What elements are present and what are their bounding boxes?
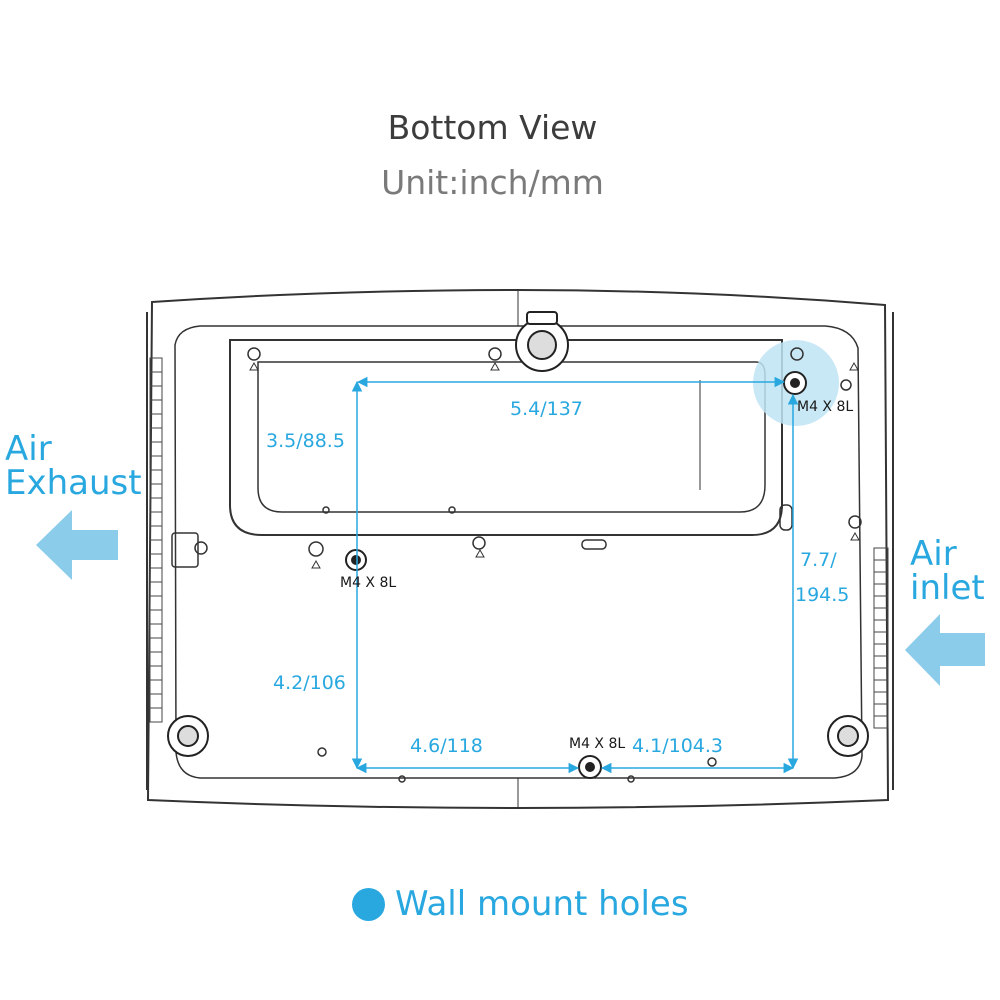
hole-callout-top-right: M4 X 8L — [797, 399, 853, 415]
wall-mount-hole-top-right — [783, 371, 807, 395]
air-exhaust-line1: Air — [5, 429, 52, 469]
wall-mount-hole-bottom — [578, 755, 602, 779]
air-exhaust-label: Air Exhaust — [5, 432, 142, 500]
air-inlet-line2: inlet — [910, 568, 985, 608]
wall-mount-hole-left — [345, 549, 367, 571]
dim-bottom-right-width: 4.1/104.3 — [632, 735, 723, 757]
left-vent-grille — [149, 357, 163, 723]
dim-right-height-line1: 7.7/ — [800, 549, 837, 571]
dim-bottom-left-width: 4.6/118 — [410, 735, 483, 757]
page-title: Bottom View — [387, 108, 598, 147]
air-inlet-line1: Air — [910, 534, 957, 574]
dim-top-width: 5.4/137 — [510, 398, 583, 420]
triangle-markers — [249, 361, 860, 569]
hole-callout-bottom: M4 X 8L — [569, 736, 625, 752]
air-exhaust-arrow — [36, 510, 118, 580]
legend-dot-icon — [352, 887, 385, 921]
air-inlet-label: Air inlet — [910, 537, 985, 605]
air-inlet-arrow — [905, 614, 985, 686]
dimension-lines — [351, 376, 799, 774]
air-exhaust-line2: Exhaust — [5, 463, 142, 503]
hole-callout-left: M4 X 8L — [340, 575, 396, 591]
right-vent-grille — [873, 547, 889, 729]
adjustable-feet — [167, 311, 869, 757]
dim-upper-left-height: 3.5/88.5 — [266, 430, 345, 452]
unit-subtitle: Unit:inch/mm — [381, 163, 604, 202]
legend: Wall mount holes — [352, 884, 689, 924]
projector-body — [146, 288, 894, 810]
legend-label: Wall mount holes — [395, 884, 689, 924]
screw-markers — [171, 347, 862, 783]
dim-right-height-line2: 194.5 — [795, 584, 849, 606]
dim-lower-left-height: 4.2/106 — [273, 672, 346, 694]
